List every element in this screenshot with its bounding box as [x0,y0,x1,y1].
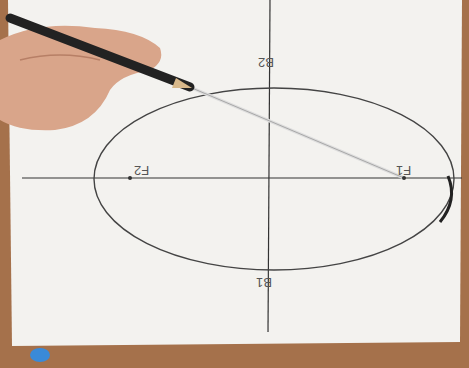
pencil-tip [172,78,192,88]
major-axis [22,177,462,178]
axis-point-label: B2 [258,56,274,69]
focus-label: F2 [134,164,149,177]
string-line [192,88,404,178]
blue-object [30,348,50,362]
string-shadow [192,88,404,178]
focus-label: F1 [396,164,411,177]
focus-point [128,176,132,180]
hand-crease [20,55,100,60]
axis-point-label: B1 [256,276,272,289]
pencil [10,18,190,87]
pencil-stroke [440,176,452,222]
ellipse-curve [94,88,454,270]
